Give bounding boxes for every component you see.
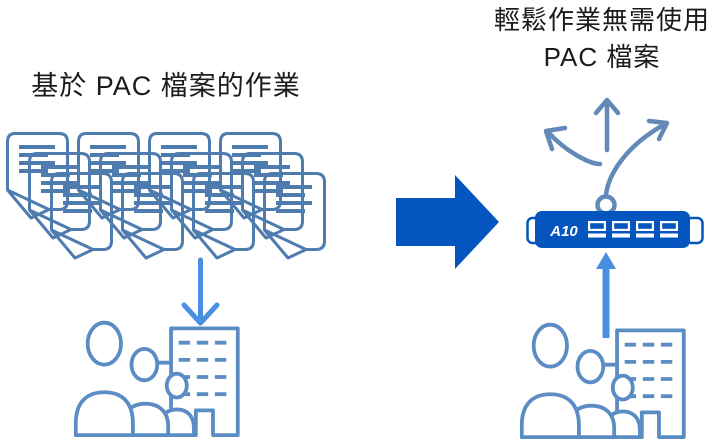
document-icon — [50, 172, 114, 260]
document-stack-group — [6, 132, 114, 260]
document-stack-group — [77, 132, 185, 260]
right-section-title: 輕鬆作業無需使用 PAC 檔案 — [486, 2, 718, 76]
document-icon — [263, 172, 327, 260]
branch-left-arrow — [545, 129, 603, 167]
right-title-line1: 輕鬆作業無需使用 — [493, 5, 710, 35]
left-section-title: 基於 PAC 檔案的作業 — [31, 71, 301, 101]
document-stack-group — [148, 132, 256, 260]
document-stack-group — [219, 132, 327, 260]
arrow-up-icon — [596, 252, 616, 338]
appliance-brand-label: A10 — [549, 223, 578, 240]
users-building-icon — [72, 316, 252, 438]
right-title-line2: PAC 檔案 — [543, 42, 661, 72]
arrow-down-icon — [181, 257, 220, 326]
document-icon — [121, 172, 185, 260]
document-icon — [192, 172, 256, 260]
arrow-right-icon — [396, 175, 499, 269]
document-stack-icon — [6, 132, 327, 260]
users-building-icon — [518, 318, 698, 440]
proxy-appliance-icon: A10 — [526, 211, 704, 248]
branching-arrows-icon — [543, 97, 670, 216]
branch-right-arrow — [603, 121, 668, 198]
